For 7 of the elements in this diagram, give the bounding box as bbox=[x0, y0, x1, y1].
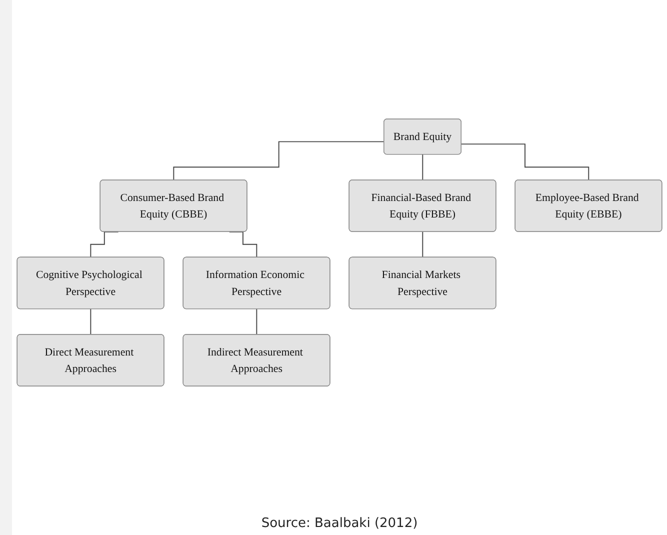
connector bbox=[173, 141, 385, 181]
connector bbox=[422, 231, 424, 258]
connector bbox=[90, 308, 92, 336]
connector bbox=[461, 144, 590, 181]
connector bbox=[422, 154, 424, 181]
connector bbox=[256, 308, 258, 336]
source-caption: Source: Baalbaki (2012) bbox=[261, 516, 418, 531]
